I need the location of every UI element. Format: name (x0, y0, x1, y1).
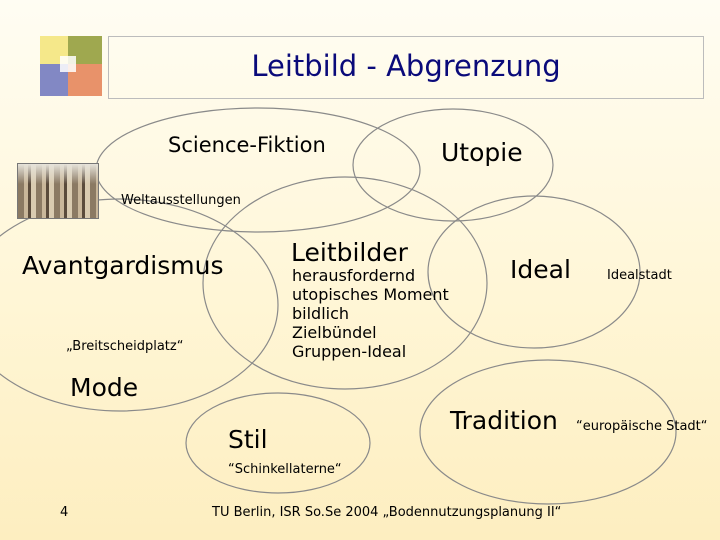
ellipse-science-fiktion (95, 107, 421, 233)
leitbilder-item: herausfordernd (292, 266, 416, 285)
label-science-fiktion: Science-Fiktion (168, 133, 326, 157)
ellipse-utopie (352, 108, 554, 222)
label-ideal: Ideal (510, 255, 571, 284)
label-europaeische-stadt: “europäische Stadt“ (576, 419, 708, 434)
ellipse-ideal (427, 195, 641, 349)
label-idealstadt: Idealstadt (607, 268, 672, 283)
leitbilder-item: Gruppen-Ideal (292, 342, 407, 361)
leitbilder-item: Zielbündel (292, 323, 377, 342)
label-breitscheidplatz: „Breitscheidplatz“ (66, 339, 184, 354)
page-number: 4 (60, 505, 69, 520)
ellipse-avantgardismus (0, 198, 279, 412)
label-stil: Stil (228, 425, 268, 454)
label-utopie: Utopie (441, 138, 523, 167)
label-avantgardismus: Avantgardismus (22, 251, 224, 280)
label-weltausstellungen: Weltausstellungen (121, 193, 241, 208)
leitbilder-item: utopisches Moment (292, 285, 449, 304)
label-tradition: Tradition (450, 406, 558, 435)
ellipse-stil (185, 392, 371, 494)
label-schinkellaterne: “Schinkellaterne“ (228, 462, 342, 477)
ellipse-leitbilder (202, 176, 488, 390)
leitbilder-item: bildlich (292, 304, 350, 323)
ellipse-tradition (419, 359, 677, 505)
footer-source: TU Berlin, ISR So.Se 2004 „Bodennutzungs… (212, 505, 562, 520)
logo-square-center (60, 56, 76, 72)
label-leitbilder: Leitbilder (291, 238, 408, 267)
label-mode: Mode (70, 373, 139, 402)
leitbilder-list: herausfordernd utopisches Moment bildlic… (292, 266, 449, 361)
page-title: Leitbild - Abgrenzung (251, 49, 561, 83)
city-photo (17, 163, 99, 219)
title-box: Leitbild - Abgrenzung (108, 36, 704, 99)
